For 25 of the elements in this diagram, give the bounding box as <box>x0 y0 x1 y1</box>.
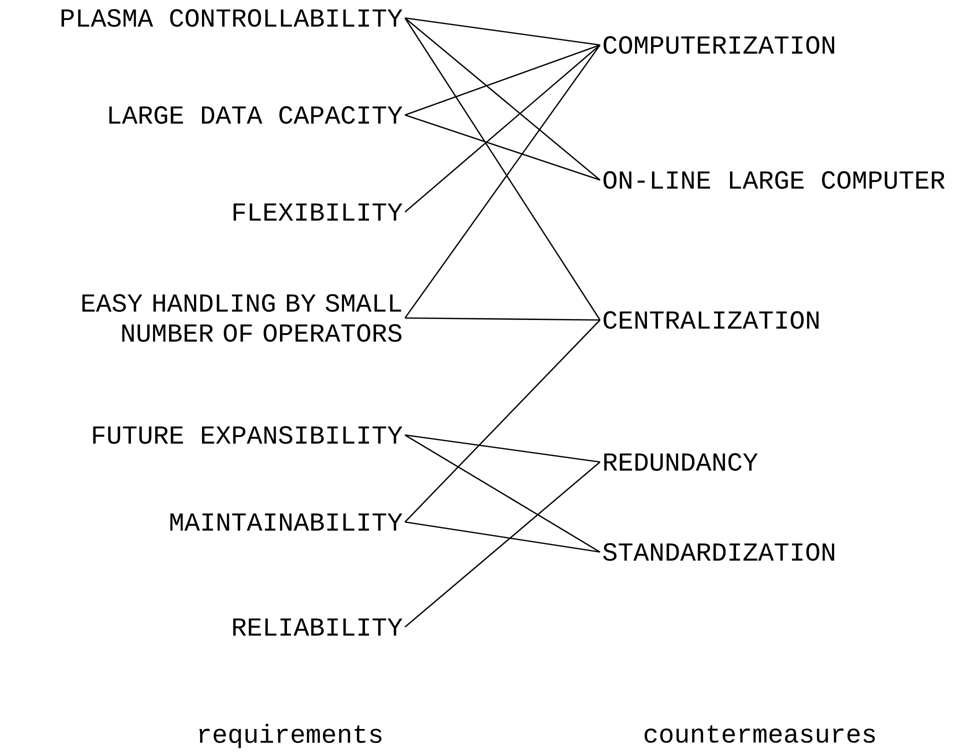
countermeasure-text: STANDARDIZATION <box>603 543 834 561</box>
requirement-text: FUTURE EXPANSIBILITY <box>93 426 402 444</box>
requirement-text: EASY HANDLING BY SMALL NUMBER OF OPERATORS <box>82 294 402 342</box>
connector-line <box>404 44 600 116</box>
connector-line <box>405 317 600 321</box>
requirement-text: MAINTAINABILITY <box>170 513 402 531</box>
requirement-text: RELIABILITY <box>233 618 402 636</box>
countermeasure-text: COMPUTERIZATION <box>604 36 834 54</box>
requirement-text: FLEXIBILITY <box>234 203 402 221</box>
connector-line <box>404 18 600 180</box>
connector-line <box>404 320 600 522</box>
countermeasure-text: CENTRALIZATION <box>604 311 819 329</box>
requirement-text: LARGE DATA CAPACITY <box>109 106 402 124</box>
requirement-text: PLASMA CONTROLLABILITY <box>62 9 402 27</box>
connector-line <box>404 434 600 463</box>
connector-line <box>404 521 600 553</box>
countermeasure-text: REDUNDANCY <box>604 453 758 471</box>
connector-line <box>404 17 600 46</box>
connector-line <box>404 462 600 628</box>
connector-line <box>404 114 600 181</box>
column-label: requirements <box>199 724 382 748</box>
countermeasure-text: ON-LINE LARGE COMPUTER <box>604 171 945 189</box>
connector-line <box>404 434 600 553</box>
connector-line <box>404 44 600 212</box>
column-label: countermeasures <box>644 725 875 743</box>
